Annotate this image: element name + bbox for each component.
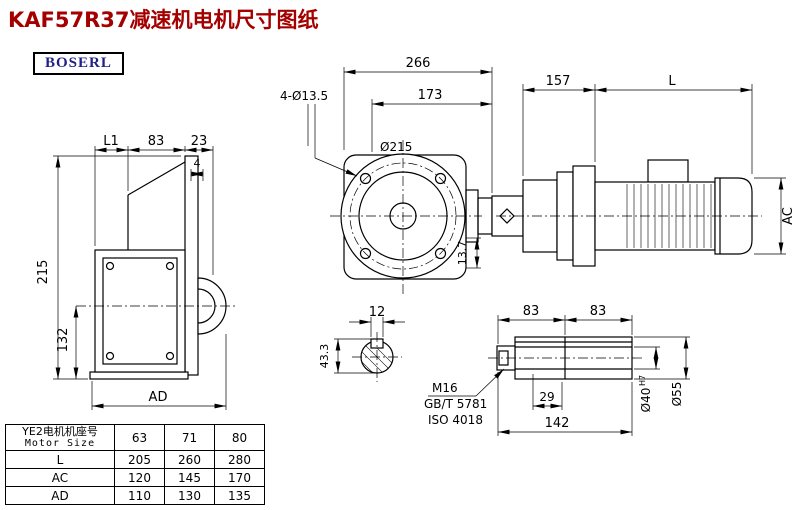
- dim-29-label: 29: [539, 390, 554, 404]
- table-row: AC 120 145 170: [5, 468, 265, 487]
- flange-plate: [184, 155, 199, 376]
- table-row: AD 110 130 135: [5, 486, 265, 505]
- cover-bolt: [165, 351, 175, 361]
- cover-bolt: [105, 261, 115, 271]
- section-hatching: [361, 341, 393, 373]
- dim-266-label: 266: [406, 56, 431, 71]
- dim-d55-label: Ø55: [670, 382, 684, 407]
- table-header-row: YE2电机机座号 Motor Size 63 71 80: [5, 424, 265, 451]
- cell-AD-80: 135: [214, 486, 265, 505]
- left-side-view: [76, 155, 236, 380]
- dim-215: 215: [36, 155, 181, 380]
- dim-4-label: 4: [194, 157, 201, 170]
- bolt-hole: [434, 172, 447, 185]
- table-row: L 205 260 280: [5, 450, 265, 469]
- dim-266: 266: [343, 56, 493, 193]
- motor-size-label-en: Motor Size: [24, 438, 96, 449]
- dim-4: 4: [190, 157, 204, 181]
- hollow-shaft-hub: [514, 336, 633, 380]
- dim-L: L: [595, 74, 753, 174]
- terminal-box: [647, 159, 689, 183]
- standard-gb-label: GB/T 5781: [424, 397, 487, 411]
- standard-iso-label: ISO 4018: [428, 413, 483, 427]
- dim-83b: 83: [565, 304, 632, 323]
- brand-logo: BOSERL: [33, 52, 124, 75]
- dim-83b-label: 83: [590, 304, 607, 319]
- dim-L-label: L: [668, 74, 676, 89]
- dim-13-7-label: 13.7: [456, 241, 469, 266]
- cover-bolt: [165, 261, 175, 271]
- dim-d55: Ø55: [634, 336, 690, 407]
- shaft-detail-view: [488, 336, 644, 380]
- cell-L-80: 280: [214, 450, 265, 469]
- row-label-AD: AD: [5, 486, 115, 505]
- dim-157: 157: [522, 74, 596, 176]
- dim-d40-label: Ø40: [639, 388, 653, 413]
- dim-43-3-label: 43.3: [318, 344, 331, 369]
- bolt-hole: [359, 172, 372, 185]
- frame-size-80: 80: [214, 424, 265, 451]
- dim-157-label: 157: [546, 74, 571, 89]
- dim-L1-label: L1: [103, 134, 119, 149]
- cell-L-71: 260: [164, 450, 215, 469]
- dim-132: 132: [56, 306, 79, 379]
- dim-43-3: 43.3: [318, 338, 377, 374]
- cell-AC-80: 170: [214, 468, 265, 487]
- dim-d40-tolerance: H7: [638, 375, 647, 386]
- cell-AD-71: 130: [164, 486, 215, 505]
- row-label-L: L: [5, 450, 115, 469]
- cell-AC-71: 145: [164, 468, 215, 487]
- dim-13-7: 13.7: [456, 237, 481, 269]
- housing-cover: [102, 257, 178, 365]
- dim-AC: AC: [754, 177, 796, 255]
- dim-142-label: 142: [545, 416, 570, 431]
- dim-29: 29: [532, 374, 563, 410]
- motor-size-header-cell: YE2电机机座号 Motor Size: [5, 424, 115, 451]
- dim-d40: Ø40 H7: [634, 346, 660, 413]
- housing: [94, 249, 186, 373]
- dim-142: 142: [497, 372, 633, 436]
- front-view: [330, 140, 493, 295]
- dim-23-label: 23: [191, 134, 208, 149]
- thread-label: M16: [432, 381, 458, 395]
- bolt-hole: [359, 247, 372, 260]
- cell-AD-63: 110: [114, 486, 165, 505]
- dim-173: 173: [371, 88, 492, 152]
- dim-12-label: 12: [369, 305, 386, 320]
- dim-AC-label: AC: [781, 207, 796, 225]
- dim-173-label: 173: [418, 88, 443, 103]
- dim-AD-label: AD: [149, 390, 168, 405]
- row-label-AC: AC: [5, 468, 115, 487]
- thread-callout: M16 GB/T 5781 ISO 4018: [424, 368, 505, 427]
- cell-L-63: 205: [114, 450, 165, 469]
- dim-bolt-holes: 4-Ø13.5: [280, 89, 358, 177]
- housing-taper-line: [127, 161, 186, 196]
- dim-holes-label: 4-Ø13.5: [280, 89, 328, 103]
- motor-side-view: [491, 159, 762, 267]
- cover-bolt: [105, 351, 115, 361]
- dim-83a: 83: [497, 304, 633, 344]
- dim-12: 12: [349, 305, 405, 337]
- dim-AD: AD: [91, 334, 227, 410]
- plug-symbol: [499, 208, 515, 224]
- bolt-hole: [434, 247, 447, 260]
- dim-83a-label: 83: [523, 304, 540, 319]
- frame-size-63: 63: [114, 424, 165, 451]
- dim-132-label: 132: [56, 328, 71, 353]
- spec-table: YE2电机机座号 Motor Size 63 71 80 L 205 260 2…: [5, 424, 265, 505]
- dim-left-top: L1 83 23: [94, 134, 214, 275]
- foot: [89, 371, 189, 380]
- frame-size-71: 71: [164, 424, 215, 451]
- dim-83-label: 83: [148, 134, 165, 149]
- dim-flange-dia-label: Ø215: [380, 140, 412, 154]
- page-title: KAF57R37减速机电机尺寸图纸: [8, 8, 319, 32]
- dim-215-label: 215: [36, 260, 51, 285]
- key-section-view: [352, 332, 402, 382]
- cell-AC-63: 120: [114, 468, 165, 487]
- motor-size-label-cn: YE2电机机座号: [22, 425, 98, 438]
